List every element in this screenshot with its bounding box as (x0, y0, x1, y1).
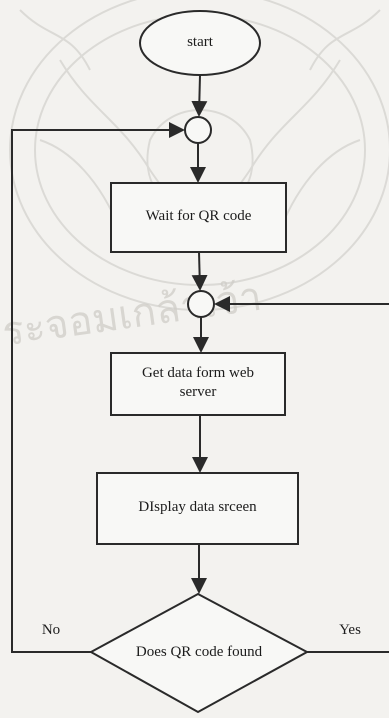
start-label: start (187, 34, 213, 50)
get-data-label: Get data form web server (141, 365, 255, 400)
decision-diamond (88, 592, 310, 714)
edge-label-yes: Yes (339, 622, 361, 638)
arrow-wait-to-connector (191, 251, 208, 291)
edge-label-no: No (41, 622, 61, 638)
decision-label: Does QR code found (135, 644, 263, 660)
wait-box (110, 182, 287, 253)
get-data-box (110, 352, 286, 416)
loop-no-line (11, 122, 185, 653)
connector-top (184, 116, 212, 144)
connector-middle (187, 290, 215, 318)
display-box (96, 472, 299, 545)
display-label: DIsplay data srceen (138, 499, 257, 515)
arrow-start-to-connector (191, 74, 208, 117)
watermark-text: ระจอมเกล้าเจ้า (0, 274, 265, 356)
wait-label: Wait for QR code (145, 208, 252, 224)
